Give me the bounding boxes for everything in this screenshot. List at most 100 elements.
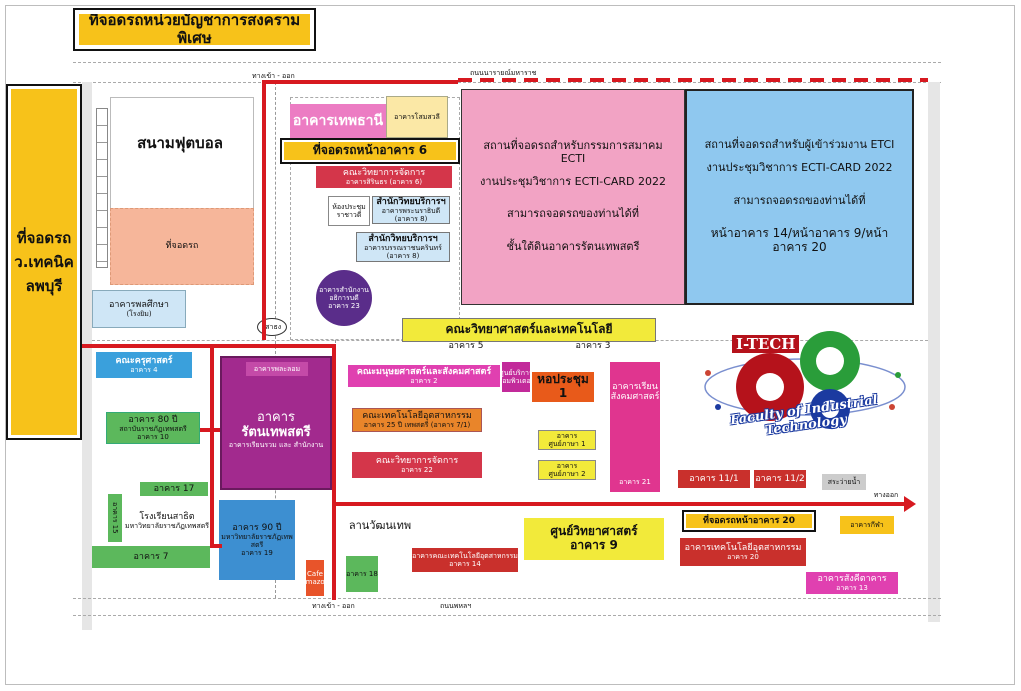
- ind20-no: อาคาร 20: [727, 553, 759, 562]
- pe-building-label: อาคารพลศึกษา: [109, 299, 169, 310]
- music-building: อาคารสังคีตาคาร อาคาร 13: [806, 572, 898, 594]
- huso-faculty: คณะมนุษยศาสตร์และสังคมศาสตร์ อาคาร 2: [348, 365, 500, 387]
- ind14-label: อาคารคณะเทคโนโลยีอุตสาหกรรม: [412, 551, 518, 560]
- scitech-faculty: คณะวิทยาศาสตร์และเทคโนโลยี: [402, 318, 656, 342]
- bottom-road-line: [73, 598, 941, 599]
- ind-tech-sub: อาคาร 25 ปี เทพสตรี (อาคาร 7/1): [363, 421, 471, 430]
- route-main-south: [332, 344, 336, 600]
- fms-sub: อาคารสิรินธร (อาคาร 6): [345, 178, 423, 187]
- participant-parking-panel: สถานที่จอดรถสำหรับผู้เข้าร่วมงาน ETCI งา…: [685, 89, 914, 305]
- pink-line1: สถานที่จอดรถสำหรับกรรมการสมาคม ECTI: [483, 139, 663, 166]
- parking6-label: ที่จอดรถหน้าอาคาร 6: [284, 142, 456, 160]
- lopburi-tech-parking: ที่จอดรถ ว.เทคนิค ลพบุรี: [6, 84, 82, 440]
- pink-line3: สามารถจอดรถของท่านได้ที่: [506, 207, 640, 221]
- b90-sub: มหาวิทยาลัยราชภัฏเทพสตรี: [221, 533, 293, 550]
- social-science-building: อาคารเรียน สังคมศาสตร์ อาคาร 21: [610, 362, 660, 492]
- rattana-sub: อาคารเรียนรวม และ สำนักงาน: [228, 440, 324, 449]
- cafe-amazon: Cafe Amazon: [306, 560, 324, 596]
- fms22-no: อาคาร 22: [401, 466, 433, 475]
- academic-service-2: สำนักวิทยบริการฯ อาคารบรรณราชนครินทร์ (อ…: [356, 232, 450, 262]
- top-road-label: ถนนนารายณ์มหาราช: [470, 69, 537, 77]
- route-to-b90: [210, 544, 222, 548]
- ind-building-14: อาคารคณะเทคโนโลยีอุตสาหกรรม อาคาร 14: [412, 548, 518, 572]
- ind-tech-label: คณะเทคโนโลยีอุตสาหกรรม: [362, 410, 472, 421]
- route-east: [332, 502, 908, 506]
- blue-line4: หน้าอาคาร 14/หน้าอาคาร 9/หน้าอาคาร 20: [710, 226, 889, 254]
- computer-center: ศูนย์บริการ คอมพิวเตอร์: [502, 362, 530, 392]
- study1-label: อาคาร: [556, 431, 578, 440]
- academic-service-1-sub: อาคารพระนราธิบดี (อาคาร 8): [381, 207, 441, 224]
- pool: สระว่ายน้ำ: [822, 474, 866, 490]
- demo-school-label: โรงเรียนสาธิต: [139, 511, 195, 522]
- plaza-label: ลานวัฒนเทพ: [348, 518, 412, 532]
- scicenter-label: ศูนย์วิทยาศาสตร์: [550, 524, 638, 539]
- huso-b2: อาคาร 2: [410, 377, 438, 386]
- ind14-no: อาคาร 14: [449, 560, 481, 568]
- top-road-line-2: [73, 82, 941, 83]
- bottom-road-line-2: [73, 615, 941, 616]
- football-area: [110, 97, 254, 209]
- study-building-1: อาคาร ศูนย์ภาษา 1: [538, 430, 596, 450]
- music-label: อาคารสังคีตาคาร: [817, 573, 887, 584]
- pe-building: อาคารพลศึกษา (โรงยิม): [92, 290, 186, 328]
- logo-title: I-TECH: [732, 335, 800, 353]
- pink-line4: ชั้นใต้ดินอาคารรัตนเทพสตรี: [506, 239, 640, 253]
- rattana-label-block: อาคาร รัตนเทพสตรี อาคารเรียนรวม และ สำนั…: [225, 400, 327, 460]
- study2-sub: ศูนย์ภาษา 2: [548, 470, 586, 478]
- socsci-no: อาคาร 21: [619, 477, 651, 486]
- rattana-thepsatri-building: [220, 356, 332, 490]
- academic-service-2-label: สำนักวิทยบริการฯ: [368, 233, 438, 244]
- top-road-line: [73, 62, 941, 63]
- route-east-arrow: [904, 496, 916, 512]
- rattana-label-2: รัตนเทพสตรี: [241, 424, 311, 440]
- scitech-label: คณะวิทยาศาสตร์และเทคโนโลยี: [445, 322, 613, 337]
- central-campus-block: [290, 97, 460, 340]
- route-top: [262, 80, 458, 84]
- parking20-label: ที่จอดรถหน้าอาคาร 20: [686, 514, 812, 528]
- gears-icon: [704, 331, 906, 429]
- fms-label: คณะวิทยาการจัดการ: [342, 167, 426, 178]
- special-warfare-parking: ที่จอดรถหน่วยบัญชาการสงครามพิเศษ: [73, 8, 316, 51]
- academic-service-2-sub: อาคารบรรณราชนครินทร์ (อาคาร 8): [364, 244, 442, 261]
- stadium-building: อาคารกีฬา: [840, 516, 894, 534]
- fms-building: คณะวิทยาการจัดการ อาคารสิรินธร (อาคาร 6): [316, 166, 452, 188]
- fms22-label: คณะวิทยาการจัดการ: [375, 455, 459, 466]
- scitech-b3: อาคาร 3: [575, 340, 611, 351]
- itech-logo: I-TECH Faculty of Industrial Technology: [700, 325, 910, 455]
- blue-line1: สถานที่จอดรถสำหรับผู้เข้าร่วมงาน ETCI: [704, 138, 895, 152]
- plalom-building: อาคารพละลอม: [246, 362, 308, 376]
- parking-lot: ที่จอดรถ: [110, 208, 254, 285]
- left-road: [82, 82, 92, 630]
- sonsawat-building: อาคารโสมสวลี: [386, 96, 448, 138]
- special-warfare-parking-label: ที่จอดรถหน่วยบัญชาการสงครามพิเศษ: [79, 14, 310, 45]
- president-office-label: อาคารสำนักงาน อธิการบดี: [319, 285, 369, 302]
- academic-service-1-label: สำนักวิทยบริการฯ: [376, 196, 446, 207]
- blue-line3: สามารถจอดรถของท่านได้ที่: [733, 193, 866, 207]
- study1-sub: ศูนย์ภาษา 1: [548, 440, 586, 448]
- ind-tech-faculty-7: คณะเทคโนโลยีอุตสาหกรรม อาคาร 25 ปี เทพสต…: [352, 408, 482, 432]
- route-top-dashed: [458, 78, 928, 82]
- demo-school: โรงเรียนสาธิต มหาวิทยาลัยราชภัฏเทพสตรี: [124, 504, 210, 538]
- football-field-label: สนามฟุตบอล: [137, 134, 223, 153]
- gate-right-label: ทางออก: [873, 490, 899, 499]
- b80-label: อาคาร 80 ปี: [128, 414, 178, 425]
- gate-top-label: ทางเข้า - ออก: [252, 72, 295, 80]
- building-11-1: อาคาร 11/1: [678, 470, 750, 488]
- building-7: อาคาร 7: [92, 546, 210, 568]
- socsci-label: อาคารเรียน สังคมศาสตร์: [610, 382, 660, 403]
- science-center: ศูนย์วิทยาศาสตร์ อาคาร 9: [524, 518, 664, 560]
- fms-building-22: คณะวิทยาการจัดการ อาคาร 22: [352, 452, 482, 478]
- parking20: ที่จอดรถหน้าอาคาร 20: [682, 510, 816, 532]
- scitech-b5: อาคาร 5: [448, 340, 484, 351]
- music-no: อาคาร 13: [836, 584, 868, 593]
- b90-building: อาคาร 90 ปี มหาวิทยาลัยราชภัฏเทพสตรี อาค…: [219, 500, 295, 580]
- building-17: อาคาร 17: [140, 482, 208, 496]
- study-building-2: อาคาร ศูนย์ภาษา 2: [538, 460, 596, 480]
- map-frame: [5, 5, 1015, 685]
- education-b4: อาคาร 4: [130, 366, 158, 375]
- education-label: คณะครุศาสตร์: [115, 355, 173, 366]
- b80-building: อาคาร 80 ปี สถาบันราชภัฏเทพสตรี อาคาร 10: [106, 412, 200, 444]
- rajawadee-meeting: ห้องประชุม ราชาวดี: [328, 196, 370, 226]
- education-faculty: คณะครุศาสตร์ อาคาร 4: [96, 352, 192, 378]
- gate-bottom-label: ทางเข้า - ออก: [312, 602, 355, 610]
